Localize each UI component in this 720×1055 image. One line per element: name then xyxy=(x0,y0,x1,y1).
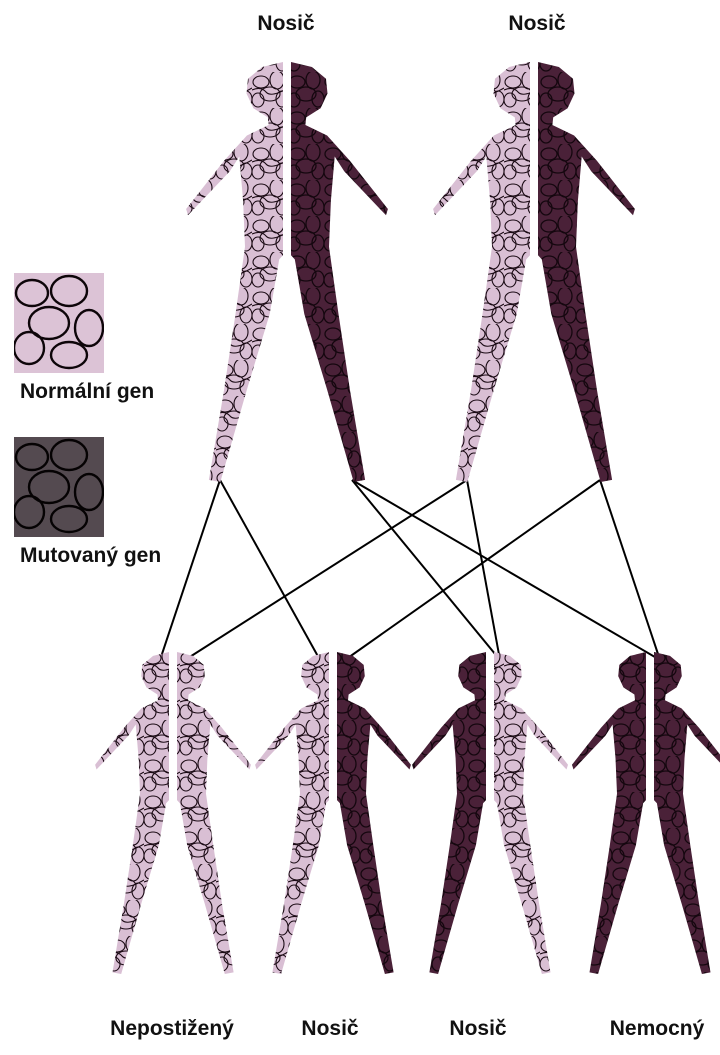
child-figure-3 xyxy=(412,652,568,974)
child-figure-2-left-half xyxy=(255,652,329,974)
child-figure-1 xyxy=(95,652,251,974)
legend-normal-swatch xyxy=(14,273,104,373)
parent-figure-1 xyxy=(186,62,388,482)
child-2-label: Nosič xyxy=(301,1017,358,1041)
line-p1-left-to-child-1 xyxy=(160,480,220,660)
child-figure-4 xyxy=(572,652,720,974)
parent-figure-1-right-half xyxy=(291,62,388,482)
child-3-label: Nosič xyxy=(449,1017,506,1041)
legend-normal-label: Normální gen xyxy=(20,380,154,404)
legend-mutant-swatch xyxy=(14,437,104,537)
child-figure-1-right-half xyxy=(177,652,251,974)
child-figure-3-left-half xyxy=(412,652,486,974)
parent-figure-2-left-half xyxy=(433,62,530,482)
parent-1-label: Nosič xyxy=(257,12,314,36)
line-p2-left-to-child-1 xyxy=(185,480,467,660)
child-figure-4-right-half xyxy=(654,652,720,974)
parent-figure-1-left-half xyxy=(186,62,283,482)
line-p1-right-to-child-4 xyxy=(352,480,660,660)
child-figure-1-left-half xyxy=(95,652,169,974)
line-p2-right-to-child-4 xyxy=(600,480,660,660)
child-figure-2 xyxy=(255,652,411,974)
child-1-label: Nepostižený xyxy=(110,1017,234,1041)
parent-2-label: Nosič xyxy=(508,12,565,36)
inheritance-lines xyxy=(160,480,660,660)
child-4-label: Nemocný xyxy=(610,1017,705,1041)
child-figure-3-right-half xyxy=(494,652,568,974)
legend-mutant-label: Mutovaný gen xyxy=(20,544,161,568)
line-p1-left-to-child-2 xyxy=(220,480,320,660)
parent-figure-2 xyxy=(433,62,635,482)
parent-figure-2-right-half xyxy=(538,62,635,482)
child-figure-4-left-half xyxy=(572,652,646,974)
child-figure-2-right-half xyxy=(337,652,411,974)
